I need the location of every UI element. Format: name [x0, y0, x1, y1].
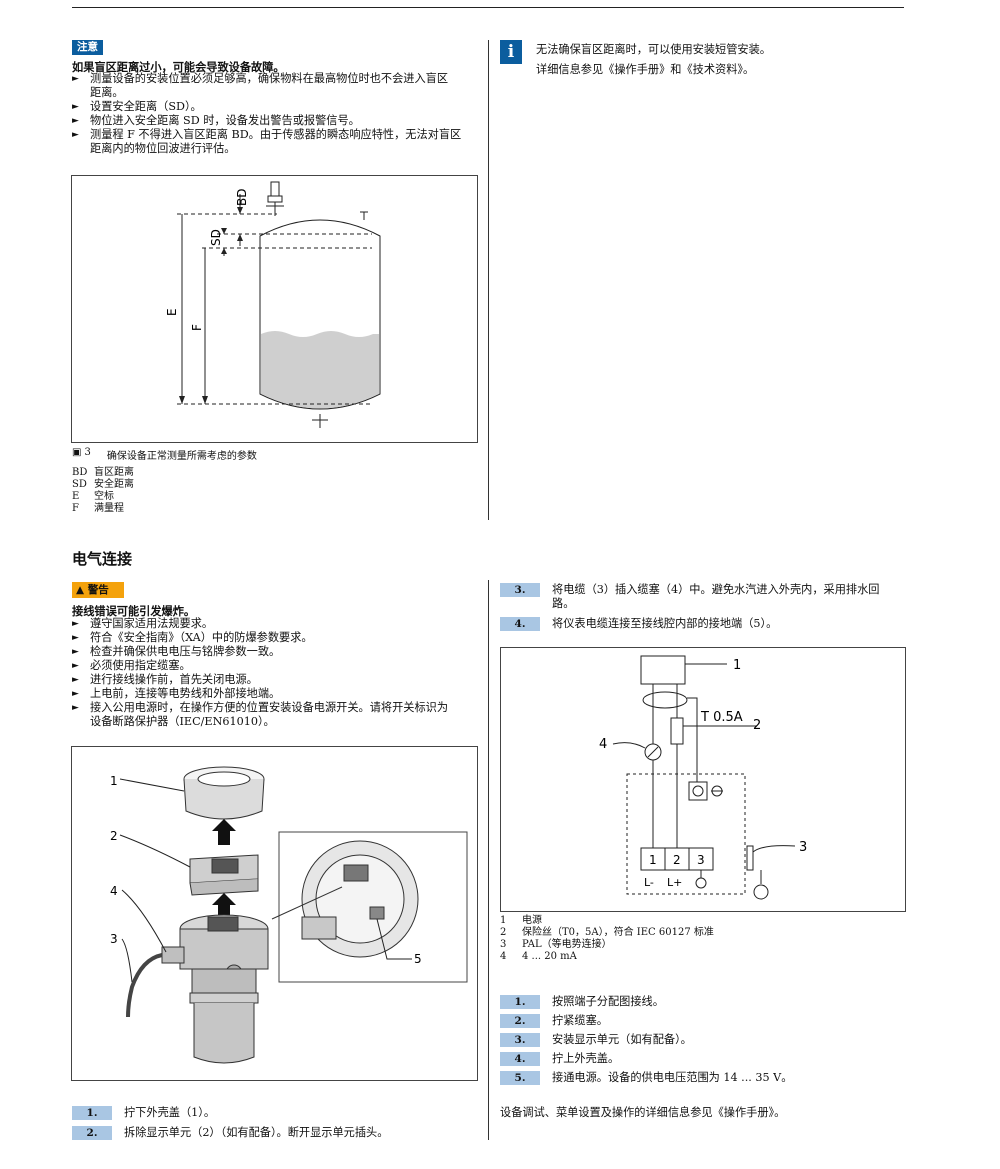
liquid-fill: [261, 331, 379, 409]
wiring-callout-2: 2: [753, 718, 761, 733]
warning-bullet-cont: 设备断路保护器（IEC/EN61010）。: [90, 715, 275, 728]
warning-bullet: 符合《安全指南》（XA）中的防爆参数要求。: [72, 631, 482, 645]
step-item: 3. 将电缆（3）插入缆塞（4）中。避免水汽进入外壳内，采用排水回路。: [500, 583, 900, 611]
device-figure: 1 2 4 3 5: [71, 746, 478, 1081]
steps-right-top: 3. 将电缆（3）插入缆塞（4）中。避免水汽进入外壳内，采用排水回路。 4.将仪…: [500, 583, 900, 631]
terminal-area: [626, 773, 746, 895]
wiring-callout-4: 4: [599, 737, 607, 752]
warning-badge: ▲ 警告: [72, 582, 124, 598]
step-item: 4.拧上外壳盖。: [500, 1052, 900, 1066]
notice-badge: 注意: [72, 40, 103, 55]
warning-bullet: 上电前，连接等电势线和外部接地端。: [72, 687, 482, 701]
step-item: 4.将仪表电缆连接至接线腔内部的接地端（5）。: [500, 617, 900, 631]
notice-bullet: 物位进入安全距离 SD 时，设备发出警告或报警信号。: [72, 114, 482, 128]
terminal-num-2: 2: [673, 853, 681, 867]
housing-cover: [183, 778, 265, 820]
step-item: 1.按照端子分配图接线。: [500, 995, 900, 1009]
callout-1: 1: [110, 774, 118, 788]
fuse-label: T 0.5A: [700, 710, 743, 725]
footer-note: 设备调试、菜单设置及操作的详细信息参见《操作手册》。: [500, 1106, 786, 1119]
sensor-tube: [193, 1003, 255, 1064]
terminal-num-1: 1: [649, 853, 657, 867]
pal-terminal: [746, 845, 754, 871]
tank-outline: [259, 219, 381, 410]
top-rule: [72, 7, 904, 8]
figure3-caption-num: 3: [84, 447, 91, 458]
warning-bullets: 遵守国家适用法规要求。 符合《安全指南》（XA）中的防爆参数要求。 检查并确保供…: [72, 617, 482, 729]
sd-label: SD: [209, 229, 223, 246]
warning-bullet: 遵守国家适用法规要求。: [72, 617, 482, 631]
sensor-body: [267, 195, 283, 203]
power-supply-box: [640, 655, 686, 685]
bd-label: BD: [235, 189, 249, 206]
figure-icon: ▣: [72, 447, 82, 458]
section-heading: 电气连接: [72, 550, 133, 568]
warning-icon: ▲: [76, 584, 85, 596]
f-label: F: [190, 324, 204, 331]
info-line-2: 详细信息参见《操作手册》和《技术资料》。: [536, 63, 755, 76]
step-item: 2.拆除显示单元（2）（如有配备）。断开显示单元插头。: [72, 1126, 482, 1140]
notice-bullet-cont: 距离。: [90, 86, 124, 99]
warning-bullet: 必须使用指定缆塞。: [72, 659, 482, 673]
terminal-label-lminus: L-: [644, 876, 654, 889]
warning-bullet: 接入公用电源时，在操作方便的位置安装设备电源开关。请将开关标识为: [72, 701, 482, 715]
ground-symbol: [753, 884, 769, 900]
step-item: 2.拧紧缆塞。: [500, 1014, 900, 1028]
terminal-label-lplus: L+: [667, 876, 682, 889]
tank-figure: BD SD E F: [71, 175, 478, 443]
step-item: 5.接通电源。设备的供电电压范围为 14 ... 35 V。: [500, 1071, 900, 1085]
callout-5: 5: [414, 952, 422, 966]
wiring-callout-3: 3: [799, 840, 807, 855]
fuse: [670, 717, 684, 745]
notice-bullet: 设置安全距离（SD）。: [72, 100, 482, 114]
step-item: 3.安装显示单元（如有配备）。: [500, 1033, 900, 1047]
callout-4: 4: [110, 884, 118, 898]
callout-2: 2: [110, 829, 118, 843]
step-item: 1.拧下外壳盖（1）。: [72, 1106, 482, 1120]
warning-title: 接线错误可能引发爆炸。: [72, 604, 196, 618]
steps-right-bottom: 1.按照端子分配图接线。 2.拧紧缆塞。 3.安装显示单元（如有配备）。 4.拧…: [500, 995, 900, 1085]
notice-bullet: 测量程 F 不得进入盲区距离 BD。由于传感器的瞬态响应特性，无法对盲区: [72, 128, 482, 142]
sensor-head: [270, 181, 280, 197]
notice-bullets: 测量设备的安装位置必须足够高，确保物料在最高物位时也不会进入盲区 距离。 设置安…: [72, 72, 482, 156]
e-label: E: [165, 308, 179, 316]
column-separator-top: [488, 40, 489, 520]
notice-bullet: 测量设备的安装位置必须足够高，确保物料在最高物位时也不会进入盲区: [72, 72, 482, 86]
notice-bullet-cont: 距离内的物位回波进行评估。: [90, 142, 236, 155]
cable: [126, 953, 163, 1018]
warning-bullet: 检查并确保供电电压与铭牌参数一致。: [72, 645, 482, 659]
info-line-1: 无法确保盲区距离时，可以使用安装短管安装。: [536, 43, 771, 56]
callout-3: 3: [110, 932, 118, 946]
warning-bullet: 进行接线操作前，首先关闭电源。: [72, 673, 482, 687]
terminal-num-3: 3: [697, 853, 705, 867]
wiring-callout-1: 1: [733, 658, 741, 673]
wiring-figure: 1 T 0.5A 2 3 4 1 2 3 L- L+: [500, 647, 906, 912]
notice-title: 如果盲区距离过小，可能会导致设备故障。: [72, 60, 285, 74]
figure3-caption-text: 确保设备正常测量所需考虑的参数: [106, 451, 257, 462]
cable-gland: [161, 946, 185, 964]
ground-terminal: [369, 906, 385, 920]
figure3-caption: ▣ 3 确保设备正常测量所需考虑的参数: [72, 447, 257, 462]
info-icon: i: [500, 40, 522, 64]
steps-left: 1.拧下外壳盖（1）。 2.拆除显示单元（2）（如有配备）。断开显示单元插头。: [72, 1106, 482, 1140]
column-separator-bottom: [488, 580, 489, 1140]
